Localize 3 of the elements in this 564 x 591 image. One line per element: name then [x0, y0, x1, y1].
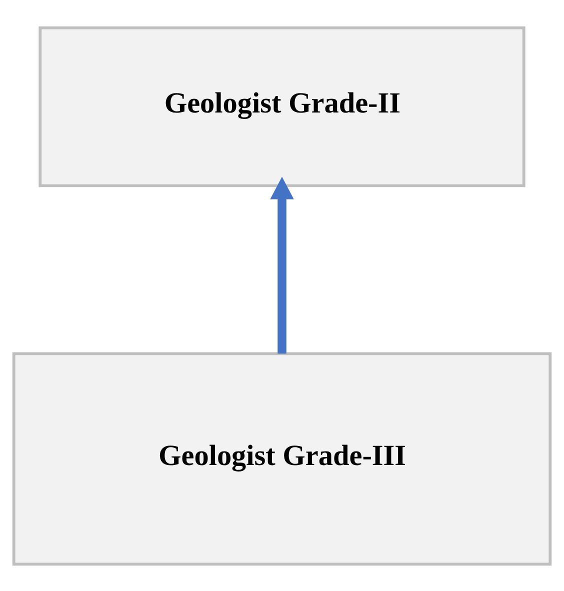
arrow — [270, 176, 294, 354]
node-box: Geologist Grade-II — [38, 26, 526, 187]
node-box: Geologist Grade-III — [12, 352, 552, 566]
